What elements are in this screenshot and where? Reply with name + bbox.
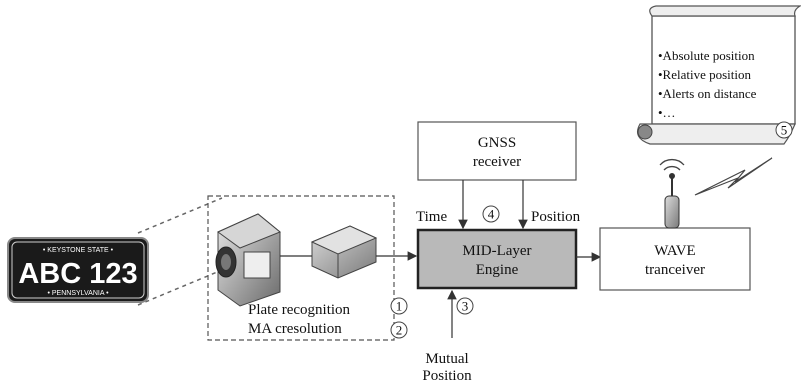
step-3-number: 3 [462,299,469,314]
engine-label-line2: Engine [476,262,519,278]
mutual-label: Mutual [425,351,468,367]
step-1-number: 1 [396,299,403,314]
view-line-top [137,197,223,234]
mutual-position-label: Position [422,368,472,384]
plate-recognition-label: Plate recognition [248,302,351,318]
view-line-bottom [137,269,223,306]
receiver-label: receiver [473,154,521,170]
wave-label: WAVE [654,243,695,259]
scroll-item-4: •… [658,105,676,120]
camera-group-box [207,195,395,341]
engine-label-line1: MID-Layer [462,243,531,259]
video-camera-icon [215,213,281,307]
ma-cresolution-label: MA cresolution [248,321,342,337]
step-3-badge [456,297,474,315]
gnss-label: GNSS [478,135,516,151]
scroll-item-2: •Relative position [658,67,752,82]
scroll-item-3: •Alerts on distance [658,86,757,101]
scroll-item-1: •Absolute position [658,48,755,63]
license-plate: • KEYSTONE STATE • ABC 123 • PENNSYLVANI… [7,237,149,303]
step-4-badge [482,205,500,223]
plate-number: ABC 123 [18,258,137,290]
antenna-icon [659,159,685,229]
wireless-signal-icon [694,157,773,196]
position-label: Position [531,209,581,225]
wave-transceiver-box [599,227,751,291]
step-4-number: 4 [488,207,495,222]
mid-layer-engine-box [416,228,578,290]
step-5-number: 5 [781,123,788,138]
plate-top-text: • KEYSTONE STATE • [43,247,114,254]
step-5-badge [775,121,793,139]
plate-bottom-text: • PENNSYLVANIA • [47,290,109,297]
tranceiver-label: tranceiver [645,262,705,278]
step-2-badge [390,321,408,339]
step-2-number: 2 [396,323,403,338]
step-1-badge [390,297,408,315]
info-scroll [637,5,801,145]
gnss-receiver-box [417,121,577,181]
time-label: Time [416,209,447,225]
processor-box-icon [310,225,378,279]
